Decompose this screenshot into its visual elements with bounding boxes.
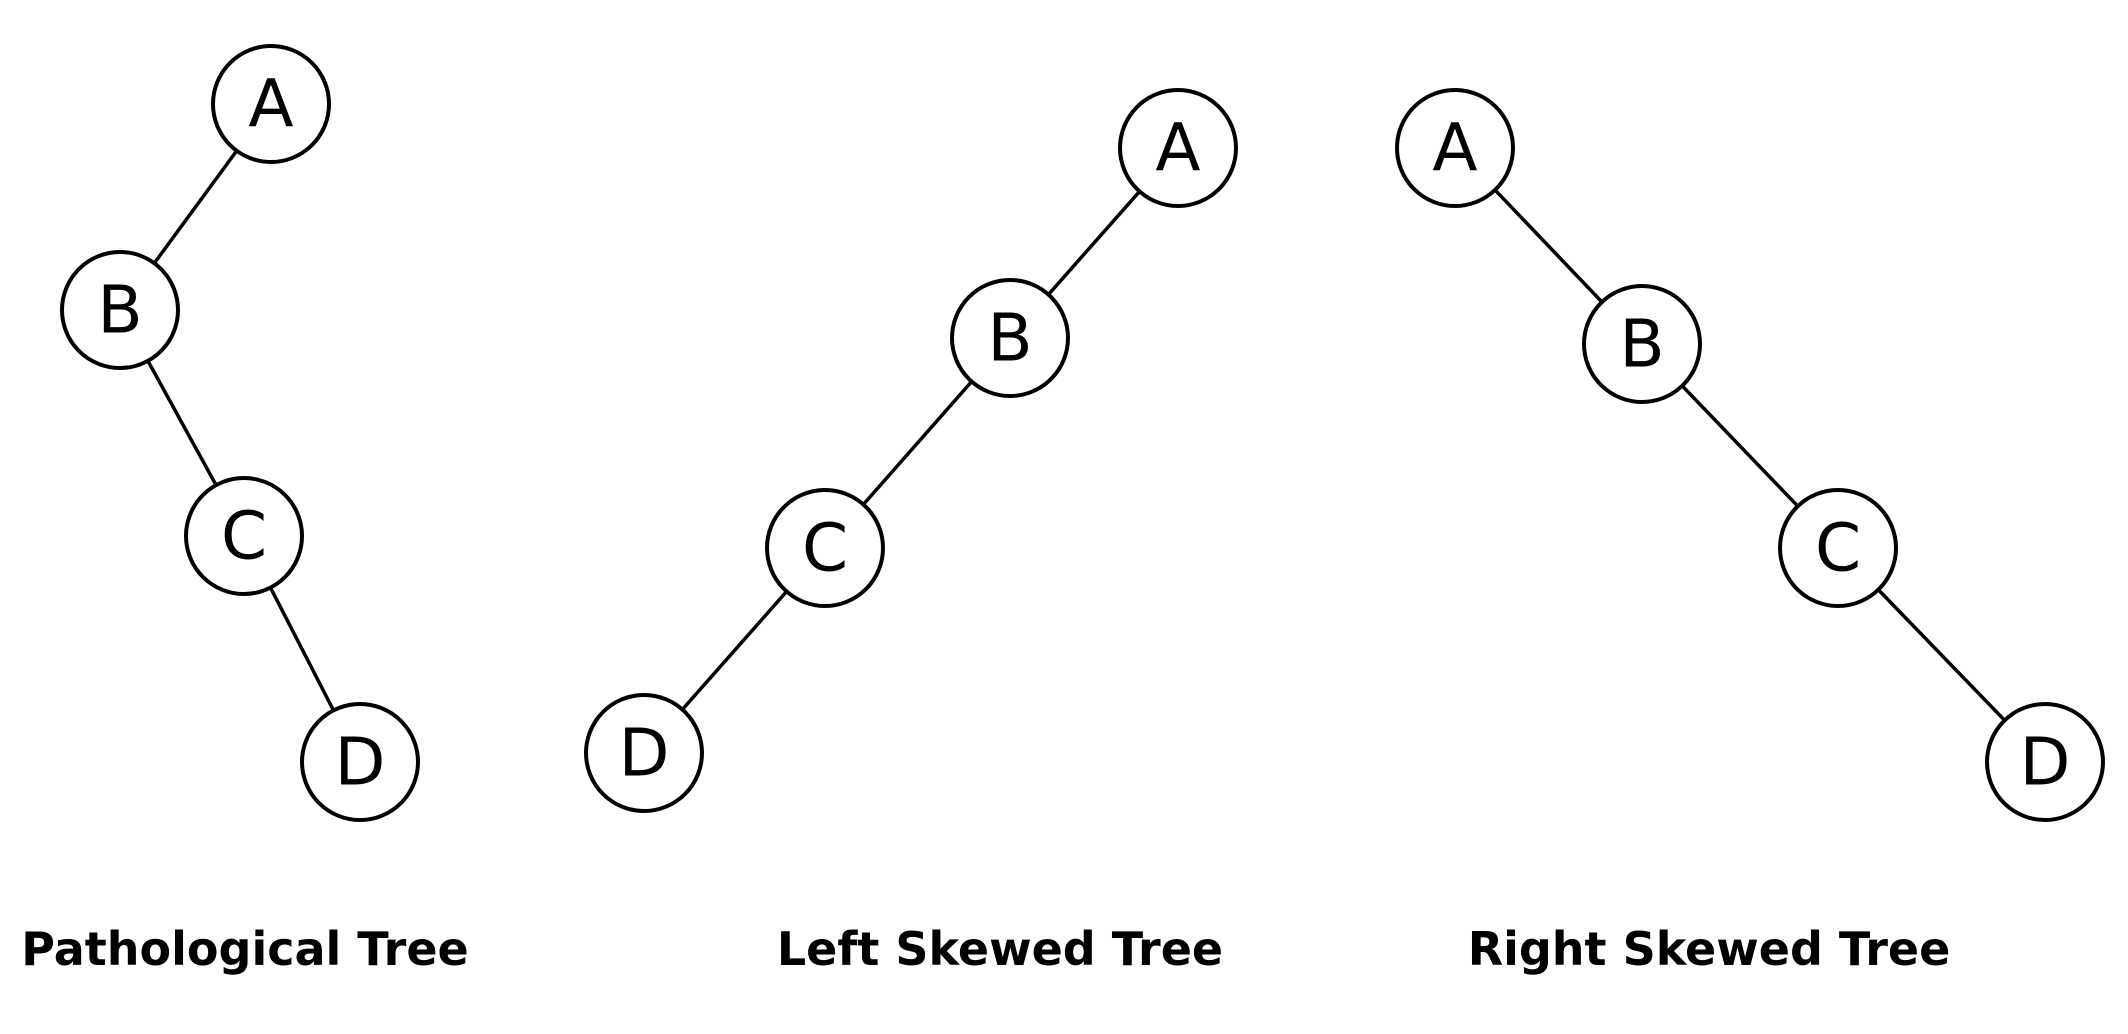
node-b: B xyxy=(1582,284,1702,404)
node-circle xyxy=(211,44,331,164)
node-label: B xyxy=(97,272,142,349)
node-label: A xyxy=(1155,110,1200,187)
node-label: A xyxy=(1432,110,1477,187)
node-c: C xyxy=(765,488,885,608)
node-label: A xyxy=(248,66,293,143)
node-label: C xyxy=(1815,510,1861,587)
node-c: C xyxy=(1778,488,1898,608)
node-d: D xyxy=(300,702,420,822)
node-circle xyxy=(584,693,704,813)
node-circle xyxy=(1118,88,1238,208)
node-circle xyxy=(765,488,885,608)
node-circle xyxy=(184,476,304,596)
caption-left-skewed-tree: Left Skewed Tree xyxy=(776,922,1224,976)
node-b: B xyxy=(950,278,1070,398)
right-skewed-tree: A B C D xyxy=(1395,88,2105,822)
node-circle xyxy=(1395,88,1515,208)
node-label: B xyxy=(987,300,1032,377)
node-c: C xyxy=(184,476,304,596)
node-a: A xyxy=(1118,88,1238,208)
node-label: D xyxy=(2020,724,2071,801)
node-circle xyxy=(1582,284,1702,404)
node-circle xyxy=(1985,702,2105,822)
caption-pathological-tree: Pathological Tree xyxy=(21,922,469,976)
node-d: D xyxy=(1985,702,2105,822)
node-b: B xyxy=(60,250,180,370)
node-label: C xyxy=(221,498,267,575)
node-label: D xyxy=(335,724,386,801)
node-circle xyxy=(60,250,180,370)
node-label: D xyxy=(619,715,670,792)
left-skewed-tree: A B C D xyxy=(584,88,1238,813)
caption-right-skewed-tree: Right Skewed Tree xyxy=(1467,922,1951,976)
node-label: C xyxy=(802,510,848,587)
node-d: D xyxy=(584,693,704,813)
pathological-tree: A B C D xyxy=(60,44,420,822)
node-circle xyxy=(1778,488,1898,608)
node-a: A xyxy=(1395,88,1515,208)
node-a: A xyxy=(211,44,331,164)
node-circle xyxy=(300,702,420,822)
node-circle xyxy=(950,278,1070,398)
node-label: B xyxy=(1619,306,1664,383)
